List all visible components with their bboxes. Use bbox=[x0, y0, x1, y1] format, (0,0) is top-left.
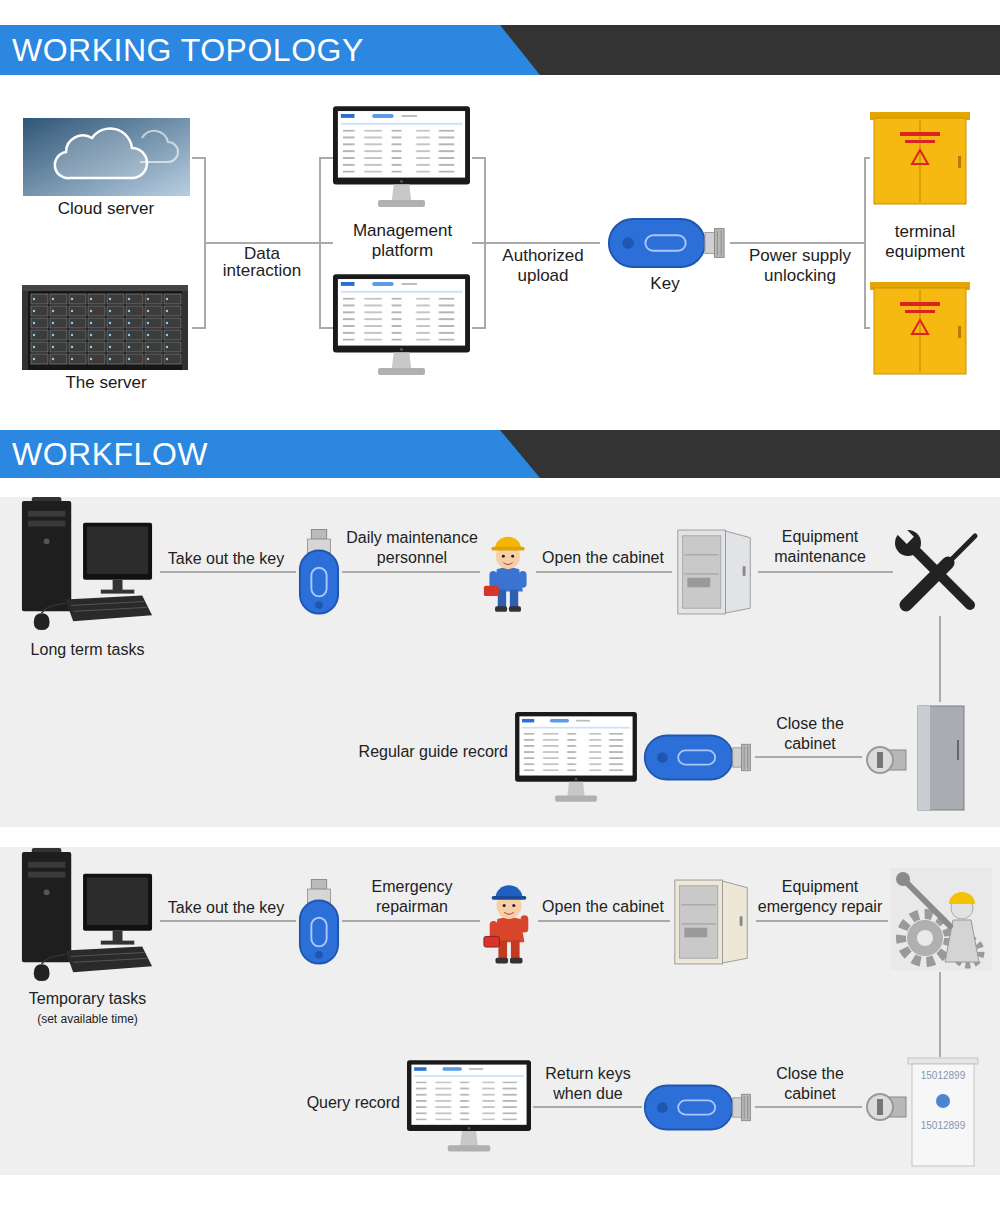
key-device bbox=[642, 728, 755, 788]
key-picture bbox=[645, 1086, 751, 1130]
connector-line bbox=[160, 920, 296, 922]
tools-icon bbox=[893, 526, 985, 616]
edge-label: Authorized upload bbox=[488, 246, 598, 286]
node-caption: Long term tasks bbox=[15, 640, 160, 660]
edge-label: Equipment emergency repair bbox=[754, 877, 886, 917]
section-title: WORKING TOPOLOGY bbox=[12, 33, 612, 67]
cloud-picture bbox=[23, 118, 190, 196]
connector-line bbox=[192, 158, 333, 243]
edge-label: Open the cabinet bbox=[541, 897, 666, 917]
section-band-art bbox=[0, 25, 1000, 478]
repair-worker bbox=[480, 875, 538, 967]
monitor-picture bbox=[407, 1060, 531, 1151]
connector-line bbox=[756, 920, 888, 922]
connector-line bbox=[758, 571, 893, 573]
closed-cabinet bbox=[862, 702, 968, 812]
server-rack bbox=[22, 285, 188, 370]
watermark-number: 15012899 bbox=[915, 1120, 971, 1132]
edge-label: Power supply unlocking bbox=[738, 246, 863, 286]
edge-label: Emergency repairman bbox=[352, 877, 472, 917]
node-caption: Temporary tasks bbox=[15, 989, 160, 1009]
connector-line bbox=[472, 242, 600, 244]
record-monitor: Query record bbox=[290, 1058, 533, 1158]
server-rack: The server bbox=[20, 283, 192, 395]
monitor-picture bbox=[515, 712, 637, 802]
connector-line bbox=[536, 571, 672, 573]
node-caption: Cloud server bbox=[20, 199, 192, 219]
cabinet-picture bbox=[675, 880, 747, 964]
record-monitor: Regular guide record bbox=[340, 708, 640, 808]
terminal-box bbox=[870, 112, 970, 204]
terminal-box bbox=[870, 282, 970, 374]
computer-picture bbox=[22, 848, 152, 981]
node-caption: (set available time) bbox=[15, 1011, 160, 1027]
connector-line bbox=[755, 756, 862, 758]
key-picture bbox=[300, 880, 338, 964]
cloud-server: Cloud server bbox=[20, 115, 192, 223]
maintenance-worker bbox=[480, 525, 536, 617]
cabinet-picture bbox=[678, 530, 750, 614]
connector-line bbox=[755, 1106, 862, 1108]
connector-line bbox=[342, 571, 480, 573]
connector-line bbox=[538, 920, 670, 922]
repair-picture bbox=[890, 868, 992, 970]
management-platform: Management platform bbox=[333, 104, 472, 382]
key-device bbox=[642, 1078, 755, 1138]
key-picture bbox=[300, 530, 338, 614]
monitor-picture bbox=[333, 274, 470, 375]
connector-line bbox=[939, 616, 941, 702]
key-picture bbox=[609, 219, 724, 267]
repair-icon bbox=[888, 866, 994, 972]
connector-line bbox=[939, 972, 941, 1057]
worker-picture bbox=[484, 537, 527, 612]
edge-label: Daily maintenance personnel bbox=[342, 528, 482, 568]
worker-picture bbox=[484, 885, 528, 963]
edge-label: Data interaction bbox=[207, 245, 317, 279]
terminal-equipment: terminal equipment bbox=[865, 106, 980, 380]
edge-label: Equipment maintenance bbox=[759, 527, 881, 567]
node-caption: Query record bbox=[290, 1093, 400, 1113]
edge-label: Take out the key bbox=[161, 898, 291, 918]
node-caption: Key bbox=[600, 274, 730, 294]
computer-station: Temporary tasks (set available time) bbox=[15, 845, 160, 1030]
node-caption: The server bbox=[20, 373, 192, 393]
node-caption: Regular guide record bbox=[340, 742, 508, 762]
key-device bbox=[296, 528, 342, 618]
section-band: WORKFLOW bbox=[0, 430, 1000, 478]
connector-line bbox=[730, 242, 865, 244]
key-device bbox=[296, 878, 342, 968]
workflow-panel bbox=[0, 497, 1000, 1175]
section-title: WORKFLOW bbox=[12, 437, 612, 471]
edge-label: Open the cabinet bbox=[541, 548, 666, 568]
computer-picture bbox=[22, 497, 152, 630]
open-cabinet bbox=[670, 876, 756, 968]
closed-cabinet-picture bbox=[867, 706, 964, 810]
open-cabinet bbox=[672, 526, 758, 618]
node-caption: Management platform bbox=[333, 221, 472, 261]
section-band: WORKING TOPOLOGY bbox=[0, 25, 1000, 75]
edge-label: Take out the key bbox=[161, 549, 291, 569]
bracket-line bbox=[320, 158, 870, 328]
edge-label: Return keys when due bbox=[538, 1064, 638, 1104]
key-picture bbox=[645, 736, 751, 780]
closed-cabinet-picture bbox=[867, 1058, 978, 1166]
watermark-number: 15012899 bbox=[915, 1070, 971, 1082]
computer-station: Long term tasks bbox=[15, 495, 160, 662]
key-device: Key bbox=[600, 212, 730, 296]
tools-picture bbox=[895, 525, 975, 605]
edge-label: Close the cabinet bbox=[765, 1064, 855, 1104]
edge-label: Close the cabinet bbox=[765, 714, 855, 754]
connector-line bbox=[533, 1106, 642, 1108]
connector-line bbox=[160, 571, 296, 573]
connector-line bbox=[192, 243, 333, 328]
connector-line bbox=[342, 920, 480, 922]
node-caption: terminal equipment bbox=[875, 222, 975, 262]
monitor-picture bbox=[333, 106, 470, 207]
